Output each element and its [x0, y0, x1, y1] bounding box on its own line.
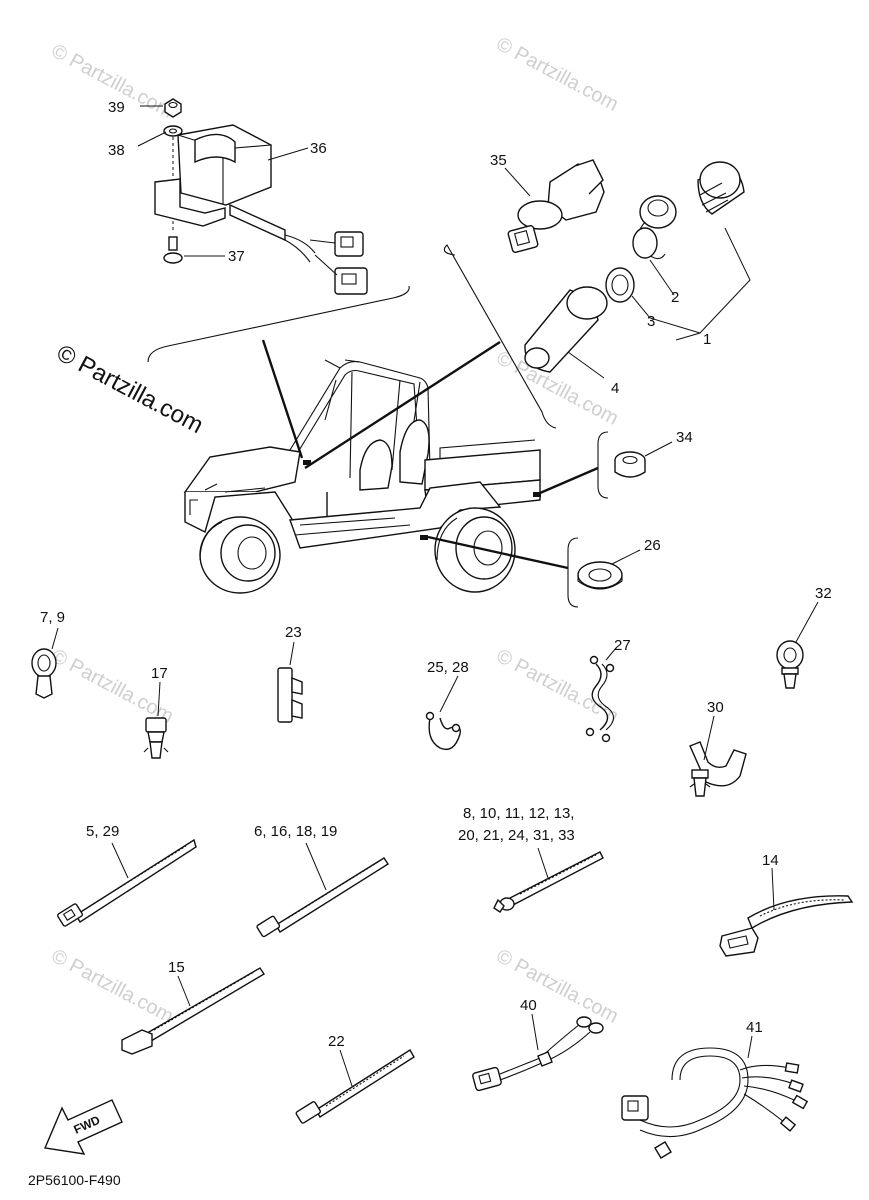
grommet-26	[427, 535, 641, 608]
lead-wire-40	[472, 1013, 604, 1092]
tie-14	[719, 867, 854, 957]
grommet-34	[539, 431, 673, 499]
tie-22	[295, 1049, 415, 1124]
callout-35: 35	[490, 152, 507, 169]
clip-32	[776, 601, 819, 689]
callout-2: 2	[671, 289, 679, 306]
callout-22: 22	[328, 1033, 345, 1050]
switch-group-bracket	[147, 285, 410, 363]
socket-leader-line	[304, 340, 501, 470]
callout-25-28: 25, 28	[427, 659, 469, 676]
clip-23	[277, 641, 303, 723]
callout-23: 23	[285, 624, 302, 641]
watermark-faint: © Partzilla.com	[48, 945, 177, 1028]
switch-assembly	[137, 98, 368, 295]
watermark-main: © Partzilla.com	[52, 339, 207, 439]
lead-wire-41	[621, 1035, 809, 1159]
callout-8-row2: 20, 21, 24, 31, 33	[458, 827, 575, 844]
callout-5-29: 5, 29	[86, 823, 119, 840]
callout-1: 1	[703, 331, 711, 348]
clip-25-28	[425, 675, 461, 751]
callout-40: 40	[520, 997, 537, 1014]
callout-38: 38	[108, 142, 125, 159]
callout-41: 41	[746, 1019, 763, 1036]
callout-36: 36	[310, 140, 327, 157]
clip-30	[689, 715, 747, 797]
watermark-faint: © Partzilla.com	[493, 33, 622, 116]
callout-34: 34	[676, 429, 693, 446]
callout-4: 4	[611, 380, 619, 397]
tie-15	[121, 967, 265, 1055]
tie-6-16-18-19	[256, 842, 389, 938]
callout-17: 17	[151, 665, 168, 682]
callout-15: 15	[168, 959, 185, 976]
callout-39: 39	[108, 99, 125, 116]
socket-group	[504, 159, 751, 379]
switch-leader-line	[261, 339, 304, 459]
callout-37: 37	[228, 248, 245, 265]
clip-7-9	[31, 627, 59, 699]
socket-group-bracket	[443, 244, 557, 429]
clip-27	[585, 647, 617, 743]
tie-8-group	[493, 847, 604, 913]
callout-14: 14	[762, 852, 779, 869]
callout-6-16-18-19: 6, 16, 18, 19	[254, 823, 337, 840]
callout-7-9: 7, 9	[40, 609, 65, 626]
vehicle-illustration	[183, 359, 541, 594]
callout-27: 27	[614, 637, 631, 654]
callout-8-row1: 8, 10, 11, 12, 13,	[463, 805, 574, 822]
diagram-code: 2P56100-F490	[28, 1172, 121, 1188]
callout-32: 32	[815, 585, 832, 602]
clip-17	[143, 681, 169, 759]
watermark-faint: © Partzilla.com	[493, 945, 622, 1028]
tie-5-29	[57, 838, 197, 927]
callout-30: 30	[707, 699, 724, 716]
callout-3: 3	[647, 313, 655, 330]
fwd-arrow: FWD	[44, 1099, 123, 1155]
callout-26: 26	[644, 537, 661, 554]
